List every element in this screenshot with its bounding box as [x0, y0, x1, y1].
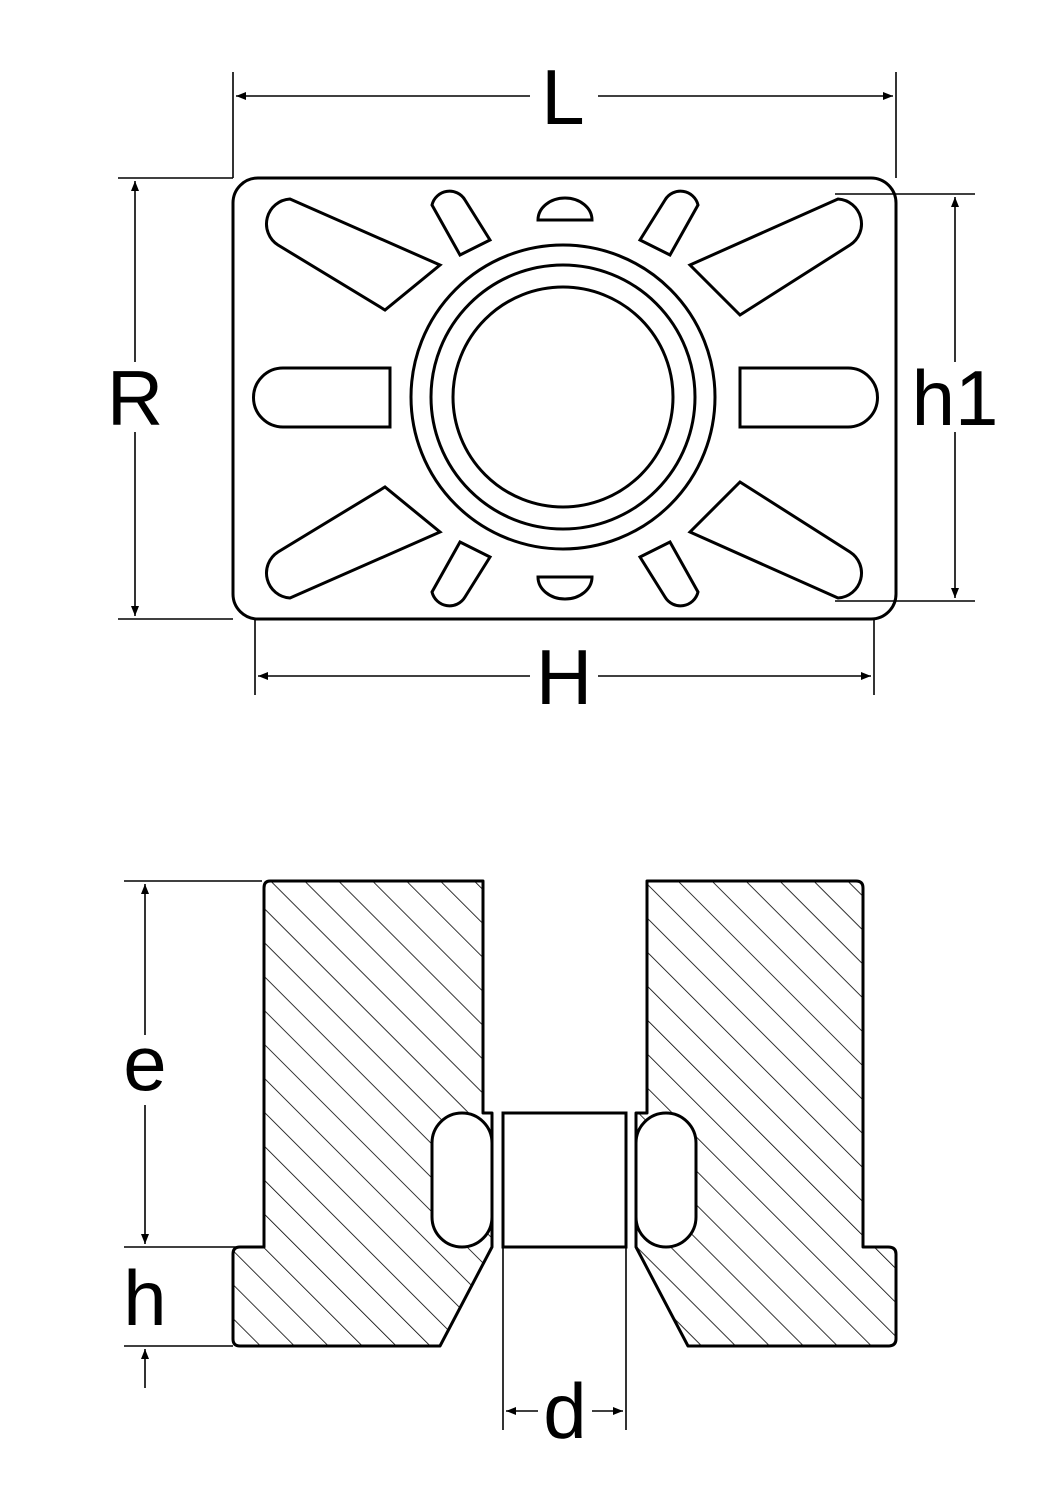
- section-left-half: [231, 879, 494, 1348]
- pocket-left: [430, 1111, 494, 1249]
- label-e: e: [123, 1019, 166, 1107]
- dimension-H: H: [254, 619, 875, 721]
- dimension-h1: h1: [835, 193, 999, 602]
- pocket-right: [634, 1111, 698, 1249]
- slot-bottom-right: [687, 480, 863, 600]
- top-view: L R h1 H: [100, 53, 998, 721]
- dimension-R: R: [100, 177, 233, 620]
- ring-inner: [451, 285, 675, 509]
- slot-mid-left: [252, 366, 392, 429]
- section-right-half: [634, 879, 898, 1348]
- label-R: R: [107, 354, 163, 442]
- label-d: d: [543, 1367, 586, 1455]
- bump-top: [536, 196, 594, 222]
- slot-bottom-left: [265, 485, 443, 600]
- label-L: L: [541, 53, 584, 141]
- bump-bottom: [536, 575, 594, 601]
- slots: [252, 189, 879, 608]
- slot-mid-right: [738, 366, 879, 429]
- dimension-L: L: [232, 53, 897, 178]
- slot-top-right: [687, 197, 863, 317]
- center-insert: [501, 1111, 628, 1249]
- ring-outer: [409, 243, 717, 551]
- dimension-d: d: [502, 1247, 627, 1455]
- plate-outline: [231, 176, 898, 621]
- slot-short-bl: [430, 540, 493, 608]
- dimension-h: h: [123, 1254, 233, 1388]
- slot-top-left: [265, 197, 443, 312]
- slot-short-tr: [637, 189, 700, 257]
- dimension-e: e: [112, 880, 262, 1248]
- label-h1: h1: [912, 354, 999, 442]
- section-view: e h d: [112, 879, 898, 1455]
- label-H: H: [536, 633, 592, 721]
- label-h: h: [123, 1254, 166, 1342]
- ring-middle: [429, 263, 697, 531]
- slot-short-tl: [430, 189, 493, 257]
- slot-short-br: [637, 540, 700, 608]
